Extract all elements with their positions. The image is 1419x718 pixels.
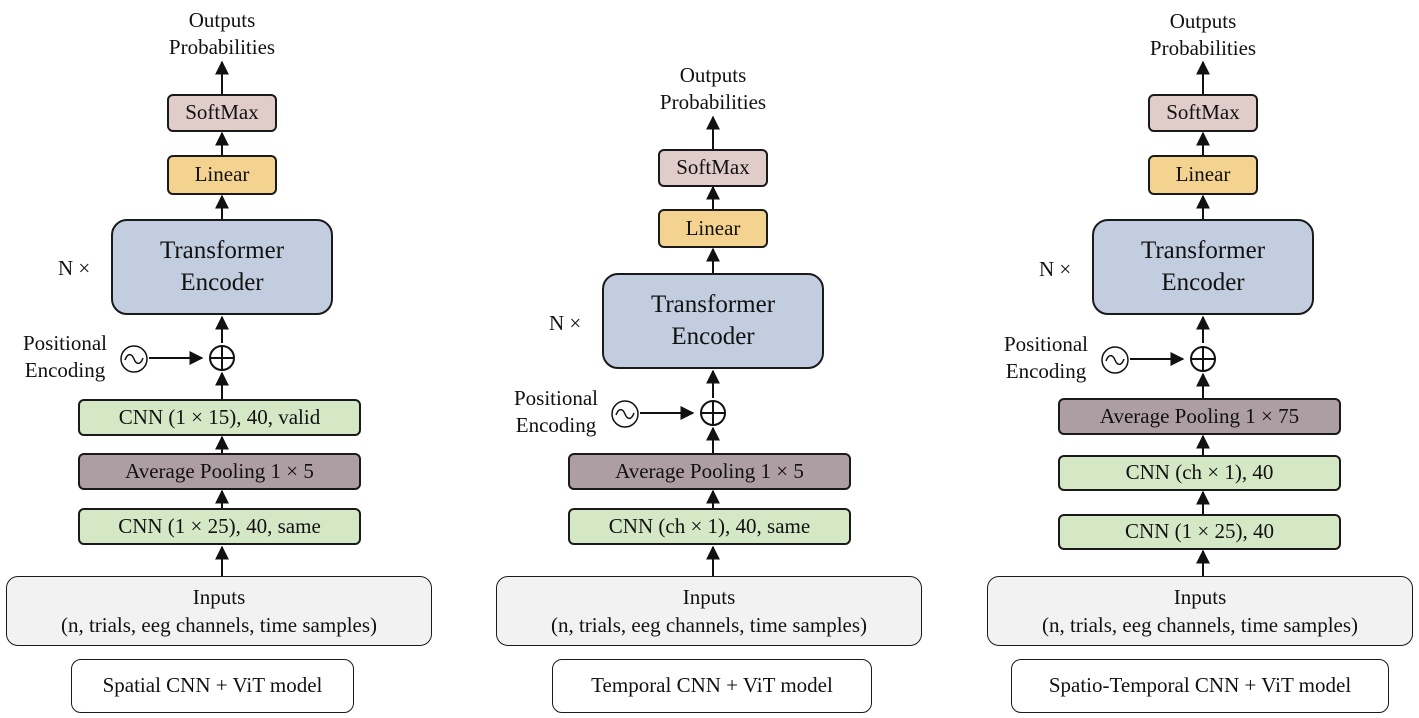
cnn-block: CNN (ch × 1), 40, same [568,508,851,545]
positional-encoding-line1: Positional [513,386,598,410]
softmax-block: SoftMax [658,149,768,187]
positional-encoding-label: Positional Encoding [501,385,611,440]
positional-encoding-line2: Encoding [1005,359,1087,384]
encoder-label-line2: Encoder [1161,269,1245,296]
outputs-label-line1: Outputs [188,8,256,32]
outputs-label-line2: Probabilities [659,90,767,115]
transformer-encoder-block: Transformer Encoder [1092,219,1314,315]
repeat-label: N × [1039,257,1072,281]
inputs-label-line2: (n, trials, eeg channels, time samples) [60,613,378,637]
transformer-encoder-block: Transformer Encoder [111,219,333,315]
positional-encoding-line2: Encoding [515,413,597,438]
positional-encoding-line1: Positional [1003,332,1088,356]
arrows-spatio-temporal [1101,60,1216,576]
arrows-spatial [120,60,235,576]
model-caption: Temporal CNN + ViT model [552,659,872,713]
linear-block: Linear [1148,155,1258,195]
positional-encoding-line1: Positional [22,331,107,355]
diagram-spatio-temporal: Outputs Probabilities SoftMax Linear N ×… [981,0,1419,718]
inputs-block: Inputs (n, trials, eeg channels, time sa… [6,576,432,646]
inputs-block: Inputs (n, trials, eeg channels, time sa… [987,576,1413,646]
outputs-label-line1: Outputs [679,63,747,87]
outputs-label: Outputs Probabilities [1133,8,1273,63]
cnn-block: CNN (1 × 25), 40 [1058,514,1341,550]
positional-encoding-line2: Encoding [24,358,106,383]
diagram-spatial: Outputs Probabilities SoftMax Linear N ×… [0,0,440,718]
encoder-label-line2: Encoder [671,323,755,350]
cnn-block: CNN (1 × 25), 40, same [78,508,361,545]
model-caption: Spatial CNN + ViT model [71,659,354,713]
inputs-label-line2: (n, trials, eeg channels, time samples) [550,613,868,637]
encoder-label-line1: Transformer [1140,237,1266,264]
outputs-label-line2: Probabilities [168,35,276,60]
linear-block: Linear [167,155,277,195]
encoder-label-line1: Transformer [650,291,776,318]
inputs-label-line1: Inputs [192,584,246,609]
inputs-label-line1: Inputs [682,584,736,609]
diagram-temporal: Outputs Probabilities SoftMax Linear N ×… [490,0,930,718]
repeat-label: N × [58,256,91,280]
model-caption: Spatio-Temporal CNN + ViT model [1011,659,1389,713]
encoder-label-line1: Transformer [159,237,285,264]
encoder-label-line2: Encoder [180,269,264,296]
average-pooling-block: Average Pooling 1 × 5 [568,453,851,490]
cnn-block: CNN (ch × 1), 40 [1058,455,1341,491]
average-pooling-block: Average Pooling 1 × 75 [1058,398,1341,435]
softmax-block: SoftMax [1148,94,1258,132]
arrows-temporal [611,115,726,576]
inputs-label-line2: (n, trials, eeg channels, time samples) [1041,613,1359,637]
outputs-label-line2: Probabilities [1149,36,1257,61]
positional-encoding-label: Positional Encoding [991,331,1101,386]
repeat-label: N × [549,311,582,335]
cnn-block: CNN (1 × 15), 40, valid [78,399,361,436]
softmax-block: SoftMax [167,94,277,132]
outputs-label-line1: Outputs [1169,9,1237,33]
inputs-block: Inputs (n, trials, eeg channels, time sa… [496,576,922,646]
inputs-label-line1: Inputs [1173,584,1227,609]
average-pooling-block: Average Pooling 1 × 5 [78,453,361,490]
transformer-encoder-block: Transformer Encoder [602,273,824,369]
positional-encoding-label: Positional Encoding [10,330,120,385]
outputs-label: Outputs Probabilities [643,62,783,117]
outputs-label: Outputs Probabilities [152,7,292,62]
linear-block: Linear [658,209,768,248]
